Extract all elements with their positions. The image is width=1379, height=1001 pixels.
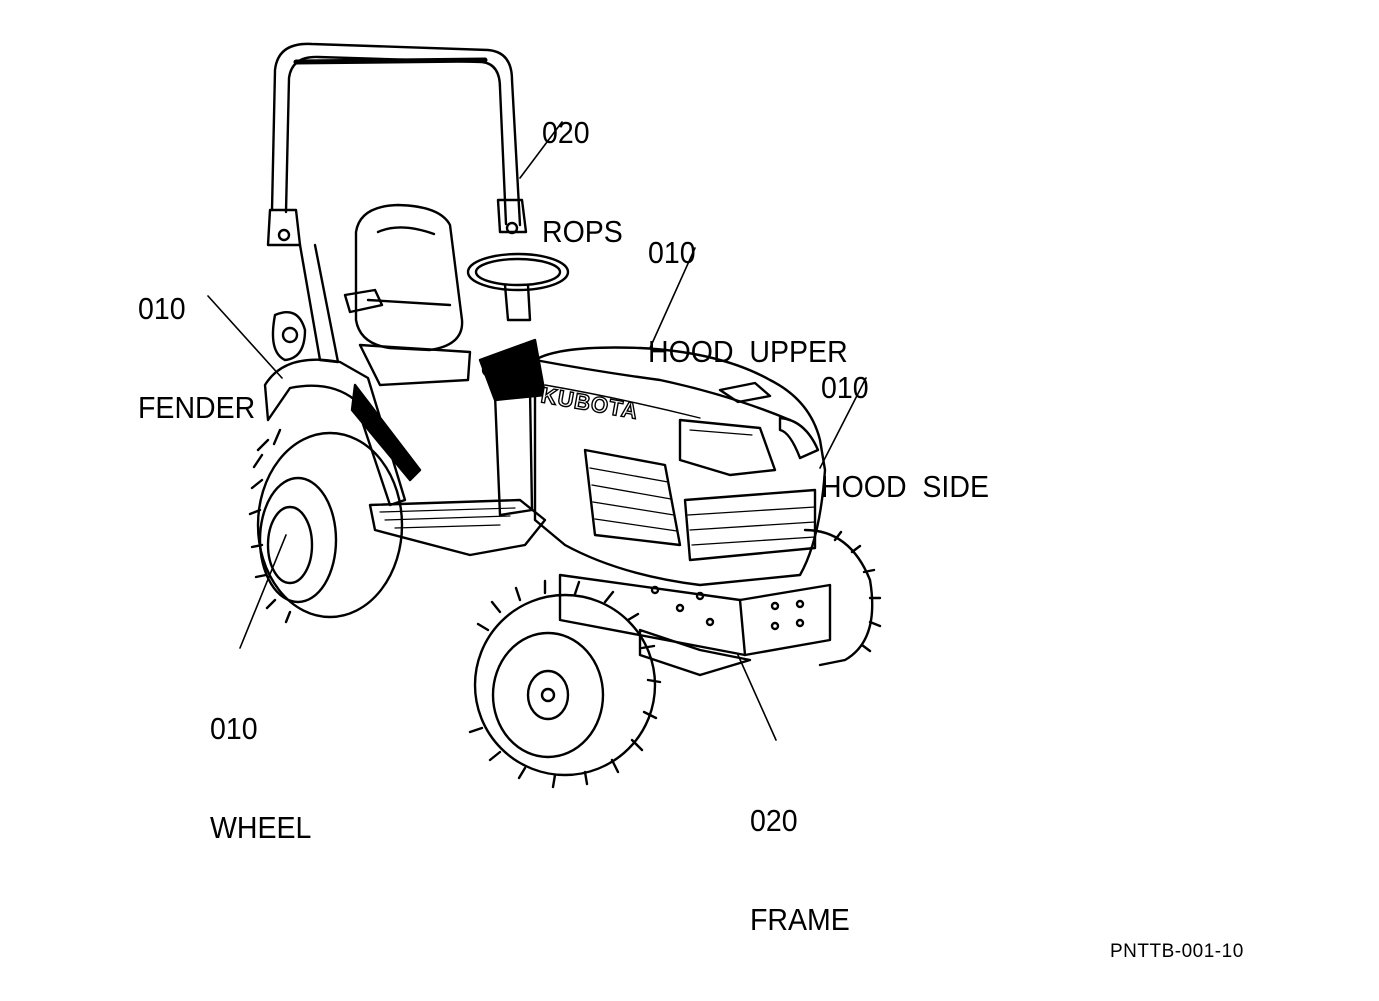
front-frame (558, 573, 832, 677)
callout-hood-upper-code: 010 (648, 235, 696, 270)
callout-hood-side-code: 010 (821, 370, 869, 405)
callout-rops: 020 ROPS (542, 50, 623, 281)
callout-rops-name: ROPS (542, 214, 623, 249)
leader-line-hood-side (819, 377, 867, 469)
rear-wheel (248, 428, 404, 624)
callout-frame-name: FRAME (750, 902, 850, 937)
hood (533, 346, 827, 587)
brand-logo: KUBOTA (539, 382, 640, 424)
callout-rops-code: 020 (542, 115, 590, 150)
drawing-code: PNTTB-001-10 (1110, 941, 1244, 962)
callout-fender-code: 010 (138, 291, 186, 326)
callout-hood-side-name: HOOD SIDE (821, 469, 989, 504)
floor-step (368, 498, 547, 557)
front-right-wheel (803, 528, 882, 667)
leader-line-hood-upper (649, 247, 696, 349)
callout-fender: 010 FENDER (138, 226, 255, 457)
callout-hood-upper-name: HOOD UPPER (648, 334, 848, 369)
leader-line-frame (737, 654, 777, 741)
steering-wheel (466, 252, 570, 322)
callout-fender-name: FENDER (138, 390, 256, 425)
callout-hood-upper: 010 HOOD UPPER (648, 170, 848, 401)
rear-fender (263, 310, 422, 507)
callout-frame-code: 020 (750, 803, 798, 838)
leader-line-wheel (239, 534, 287, 649)
callout-wheel-code: 010 (210, 711, 258, 746)
seat (343, 203, 472, 387)
callout-wheel-name: WHEEL (210, 810, 312, 845)
rops-bar (266, 42, 528, 364)
dash-column (478, 338, 547, 517)
callout-frame: 020 FRAME (750, 738, 850, 969)
callout-hood-side: 010 HOOD SIDE (821, 305, 989, 536)
callout-wheel: 010 WHEEL (210, 646, 311, 877)
leader-lines (207, 121, 867, 741)
leader-line-fender (207, 295, 283, 379)
front-wheel (468, 579, 662, 789)
leader-line-rops (519, 121, 563, 179)
